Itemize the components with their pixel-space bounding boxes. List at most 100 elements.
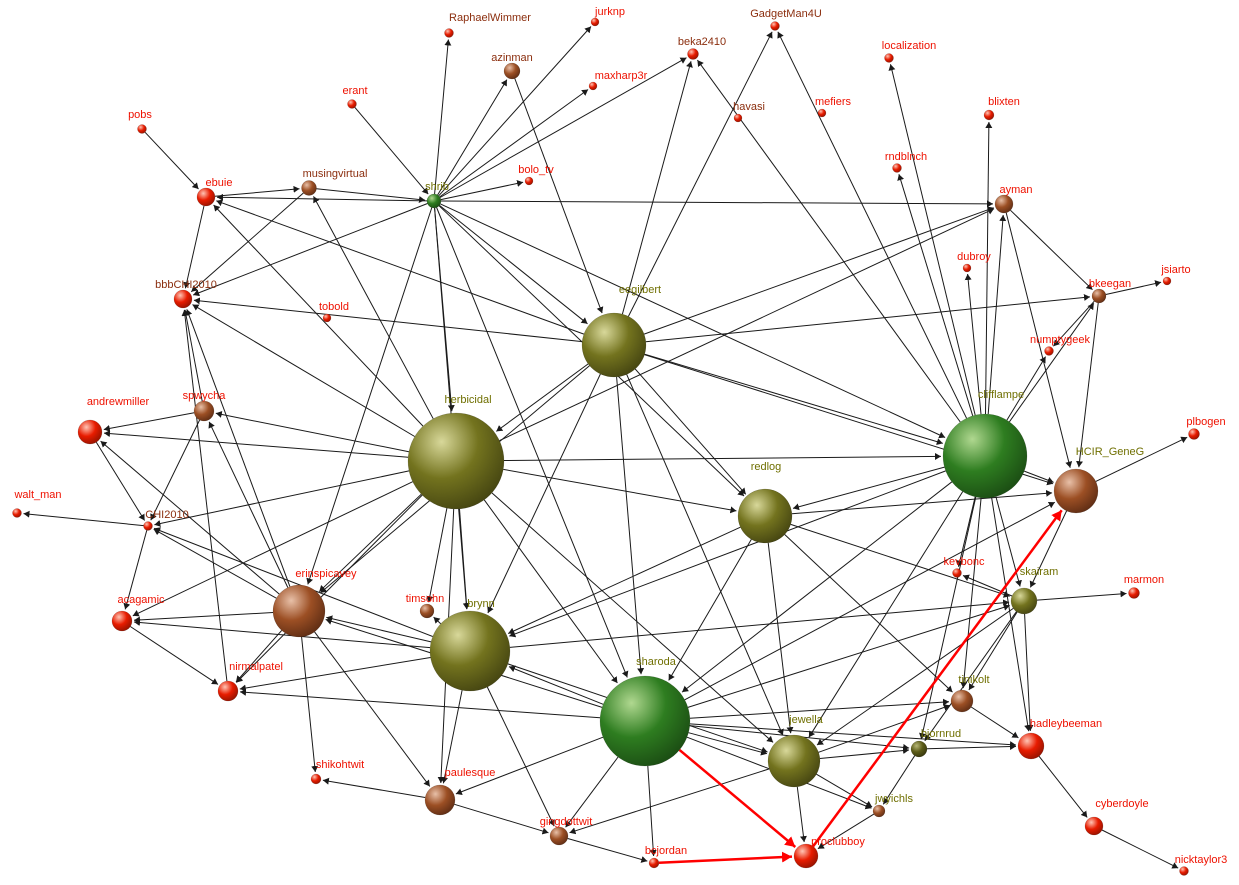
node-herbicidal[interactable] — [407, 412, 505, 510]
node-label-walt_man: walt_man — [13, 489, 61, 501]
edge-herbicidal-clifflampe — [503, 452, 942, 461]
node-musingvirtual[interactable] — [301, 180, 317, 196]
edge-erinspicavey-nirmalpatel — [235, 630, 283, 683]
node-label-nicktaylor3: nicktaylor3 — [1175, 854, 1228, 866]
node-plbogen[interactable] — [1188, 428, 1200, 440]
node-hadleybeeman[interactable] — [1017, 732, 1045, 760]
node-label-hadleybeeman: hadleybeeman — [1030, 718, 1102, 730]
edge-hadleybeeman-cyberdoyle — [1038, 755, 1088, 818]
edge-shrib-azinman — [437, 79, 508, 196]
edge-brynn-erinspicavey — [326, 615, 432, 643]
edge-erant-shrib — [354, 107, 429, 195]
node-ebuie[interactable] — [196, 187, 216, 207]
node-bcjordan[interactable] — [648, 857, 660, 869]
edge-CHI2010-walt_man — [23, 510, 144, 527]
node-cyberdoyle[interactable] — [1084, 816, 1104, 836]
node-RaphaelWimmer[interactable] — [444, 28, 454, 38]
node-shrib[interactable] — [426, 193, 442, 209]
edge-herbicidal-andrewmiller — [103, 430, 409, 458]
node-bkeegan[interactable] — [1091, 288, 1107, 304]
node-eegilbert[interactable] — [581, 312, 647, 378]
edge-clifflampe-localization — [888, 64, 976, 416]
node-tobold[interactable] — [322, 313, 332, 323]
edge-jewella-bjornrud — [819, 747, 910, 759]
node-beka2410[interactable] — [687, 48, 699, 60]
node-jwyichls[interactable] — [872, 804, 886, 818]
node-nirmalpatel[interactable] — [217, 680, 239, 702]
node-proclubboy[interactable] — [793, 843, 819, 869]
node-kevbonc[interactable] — [952, 568, 962, 578]
node-acagamic[interactable] — [111, 610, 133, 632]
node-andrewmiller[interactable] — [77, 419, 103, 445]
node-dubroy[interactable] — [962, 263, 972, 273]
edge-skairam-jewella — [816, 607, 1014, 746]
node-shikohtwit[interactable] — [310, 773, 322, 785]
edge-skairam-bjornrud — [924, 611, 1017, 742]
node-timsohn[interactable] — [419, 603, 435, 619]
edge-sharoda-jewella — [688, 732, 768, 756]
node-maxharp3r[interactable] — [588, 81, 598, 91]
edge-eegilbert-sharoda — [616, 376, 645, 675]
node-jewella[interactable] — [767, 734, 821, 788]
node-pobs[interactable] — [137, 124, 147, 134]
node-bolo_tv[interactable] — [524, 176, 534, 186]
node-erinspicavey[interactable] — [272, 584, 326, 638]
edge-shrib-bolo_tv — [440, 180, 524, 201]
node-clifflampe[interactable] — [942, 413, 1028, 499]
node-blixten[interactable] — [983, 109, 995, 121]
node-HCIR_GeneG[interactable] — [1053, 468, 1099, 514]
node-mefiers[interactable] — [817, 108, 827, 118]
edge-HCIR_GeneG-skairam — [1029, 510, 1068, 588]
node-marmon[interactable] — [1128, 587, 1140, 599]
node-sharoda[interactable] — [599, 675, 691, 767]
node-GadgetMan4U[interactable] — [770, 21, 780, 31]
edge-shrib-jurknp — [438, 26, 592, 197]
node-CHI2010[interactable] — [143, 521, 153, 531]
node-ayman[interactable] — [994, 194, 1014, 214]
node-label-proclubboy: proclubboy — [811, 836, 865, 848]
node-havasi[interactable] — [733, 113, 743, 123]
node-label-bbbCHI2010: bbbCHI2010 — [155, 279, 217, 291]
node-label-cyberdoyle: cyberdoyle — [1095, 798, 1148, 810]
edges-layer — [23, 26, 1188, 869]
node-erant[interactable] — [347, 99, 357, 109]
edge-erinspicavey-andrewmiller — [100, 440, 280, 595]
node-jurknp[interactable] — [590, 17, 600, 27]
node-label-redlog: redlog — [751, 461, 782, 473]
edge-clifflampe-hadleybeeman — [991, 497, 1032, 732]
node-label-jewella: jewella — [788, 714, 824, 726]
node-tinikolt[interactable] — [950, 689, 974, 713]
edge-shrib-beka2410 — [439, 57, 687, 198]
edge-redlog-brynn — [507, 526, 741, 635]
node-paulesque[interactable] — [424, 784, 456, 816]
node-redlog[interactable] — [737, 488, 793, 544]
node-azinman[interactable] — [503, 62, 521, 80]
edge-eegilbert-ebuie — [216, 199, 585, 335]
edge-clifflampe-redlog — [792, 466, 945, 511]
node-brynn[interactable] — [429, 610, 511, 692]
node-spwycha[interactable] — [193, 400, 215, 422]
node-walt_man[interactable] — [12, 508, 22, 518]
node-rndblnch[interactable] — [892, 163, 902, 173]
edge-acagamic-nirmalpatel — [130, 626, 219, 685]
edge-herbicidal-CHI2010 — [154, 470, 410, 527]
edge-paulesque-gingdottwit — [454, 803, 549, 835]
edge-eegilbert-jewella — [626, 374, 784, 736]
node-bjornrud[interactable] — [910, 740, 928, 758]
node-label-musingvirtual: musingvirtual — [303, 168, 368, 180]
node-label-skairam: skairam — [1020, 566, 1059, 578]
node-jsiarto[interactable] — [1162, 276, 1172, 286]
edge-shrib-ayman — [440, 200, 994, 208]
node-gingdottwit[interactable] — [549, 826, 569, 846]
node-label-clifflampe: clifflampe — [978, 389, 1024, 401]
node-nicktaylor3[interactable] — [1179, 866, 1189, 876]
node-bbbCHI2010[interactable] — [173, 289, 193, 309]
node-skairam[interactable] — [1010, 587, 1038, 615]
node-numptygeek[interactable] — [1044, 346, 1054, 356]
node-label-pobs: pobs — [128, 109, 152, 121]
edge-herbicidal-erinspicavey — [318, 493, 422, 593]
node-localization[interactable] — [884, 53, 894, 63]
